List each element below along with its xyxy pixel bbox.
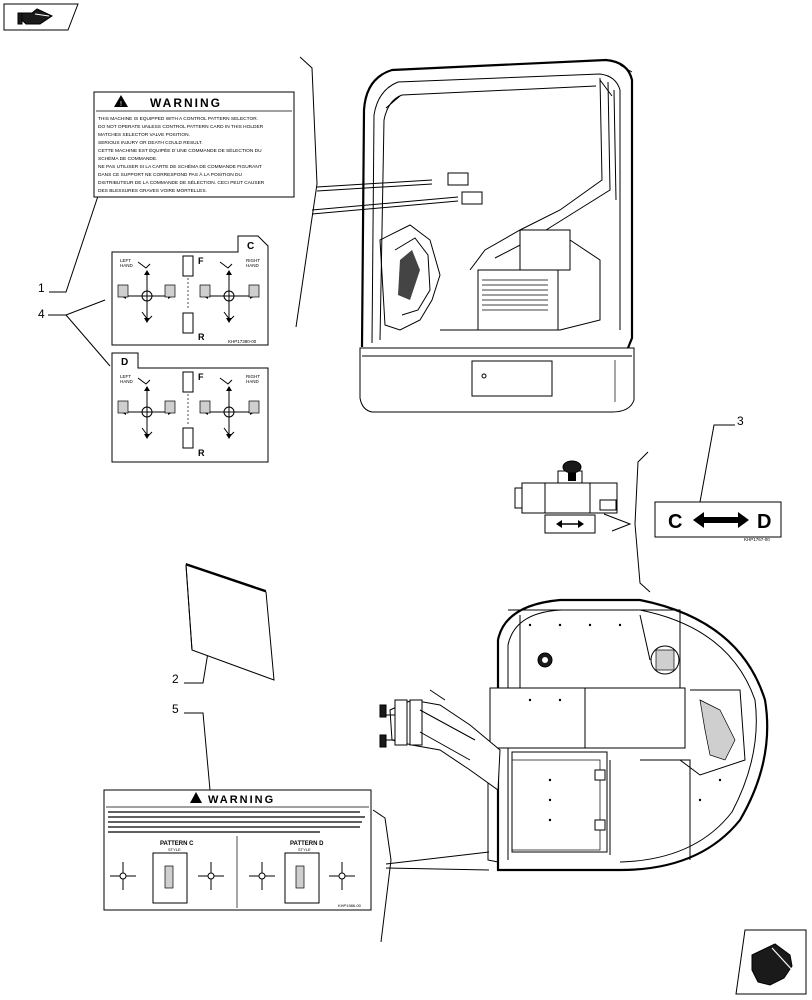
warning-label-1: ! WARNING THIS MACHINE IS EQUIPPED WITH … [93, 91, 295, 198]
callout-4: 4 [38, 307, 45, 321]
hand-pointing-down-right-icon [751, 943, 795, 986]
label-part-number: KHP1986-00 [338, 903, 362, 908]
card-holder [185, 563, 275, 681]
warning-title: WARNING [150, 96, 222, 110]
warning-line: MATCHES SELECTOR VALVE POSITION. [98, 132, 190, 138]
warning-title: WARNING [208, 794, 275, 806]
style-label: STYLE [298, 847, 311, 852]
double-arrow-icon [693, 512, 749, 528]
selector-part-number: KHP1767-00 [744, 537, 770, 542]
control-pattern-icon [199, 261, 260, 323]
callout-5: 5 [172, 702, 179, 716]
reverse-label: R [198, 448, 205, 458]
warning-line: DANS CE SUPPORT NE CORRESPOND PAS À LA P… [98, 171, 242, 178]
pattern-d-heading: PATTERN D [290, 841, 324, 847]
forward-label: F [198, 372, 204, 382]
warning-line: CETTE MACHINE EST ÉQUIPÉE D´UNE COMMANDE… [98, 147, 262, 154]
warning-line: NE PAS UTILISER SI LA CARTE DE SCHÉMA DE… [98, 163, 262, 170]
warning-triangle-icon [114, 95, 128, 107]
warning-label-5: WARNING PATTERN C STYLE PATTERN D STYLE … [103, 789, 372, 911]
warning-line: DO NOT OPERATE UNLESS CONTROL PATTERN CA… [98, 124, 264, 130]
decal-position [461, 191, 483, 205]
next-page-button[interactable] [735, 929, 807, 995]
control-pattern-icon [117, 377, 176, 439]
forward-label: F [198, 256, 204, 266]
control-pattern-icon [249, 862, 355, 890]
warning-line: SERIOUS INJURY OR DEATH COULD RESULT. [98, 140, 203, 146]
card-part-number: KHP17380-00 [228, 339, 257, 344]
pattern-c-heading: PATTERN C [160, 841, 194, 847]
card-tab-letter: C [247, 241, 254, 252]
decal-position [447, 172, 469, 186]
cab-drawing [359, 58, 635, 413]
card-tab-letter: D [121, 357, 128, 368]
machine-top-view [379, 598, 769, 872]
warning-line: DISTRIBUTEUR DE LA COMMANDE DE SÉLECTION… [98, 179, 265, 186]
callout-3: 3 [737, 414, 744, 428]
warning-triangle-icon [190, 792, 202, 803]
control-pattern-icon [110, 862, 224, 890]
leader-lines [48, 56, 735, 943]
control-pattern-icon [199, 377, 260, 439]
prev-page-button[interactable] [3, 3, 79, 31]
callout-2: 2 [172, 672, 179, 686]
selector-right-letter: D [757, 511, 771, 533]
style-label: STYLE [168, 847, 181, 852]
warning-line: SCHÉMA DE COMMANDE. [98, 155, 157, 162]
control-pattern-icon [117, 261, 176, 323]
reverse-label: R [198, 332, 205, 342]
warning-line: THIS MACHINE IS EQUIPPED WITH A CONTROL … [98, 116, 258, 122]
hand-pointing-right-icon [17, 8, 54, 25]
selector-label: C D KHP1767-00 [654, 501, 782, 542]
selector-left-letter: C [668, 511, 682, 533]
svg-text:!: ! [120, 101, 122, 108]
warning-line: DES BLESSURES GRAVES VOIRE MORTELLES. [98, 188, 207, 194]
callout-1: 1 [38, 281, 45, 295]
selector-valve [514, 460, 618, 534]
